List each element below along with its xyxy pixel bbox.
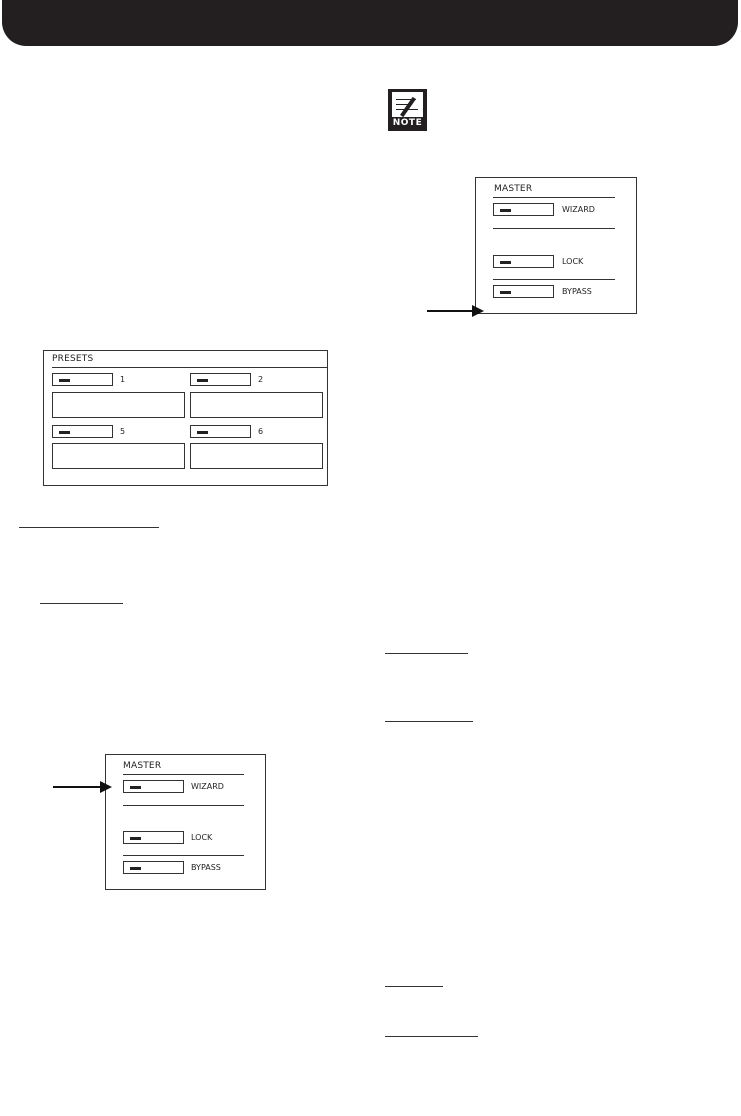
heading-underline [19, 527, 159, 528]
master-panel-top: MASTER WIZARD LOCK BYPASS [475, 177, 637, 314]
preset-button-5[interactable] [52, 425, 113, 438]
lock-label: LOCK [562, 257, 584, 266]
bypass-label: BYPASS [562, 287, 592, 296]
divider [493, 228, 615, 229]
led-indicator [130, 867, 141, 870]
led-indicator [59, 431, 70, 434]
wizard-label: WIZARD [562, 205, 595, 214]
heading-underline [385, 1036, 478, 1037]
led-indicator [500, 261, 511, 264]
presets-panel: PRESETS 1 2 5 6 [43, 350, 328, 486]
led-indicator [197, 379, 208, 382]
heading-underline [40, 603, 123, 604]
led-indicator [500, 291, 511, 294]
arrow-pointer [427, 305, 484, 317]
led-indicator [59, 379, 70, 382]
wizard-button[interactable] [123, 780, 184, 793]
led-indicator [500, 209, 511, 212]
divider [123, 855, 244, 856]
preset-button-1[interactable] [52, 373, 113, 386]
preset-label-5: 5 [120, 427, 126, 436]
master-panel-title: MASTER [123, 761, 162, 771]
led-indicator [197, 431, 208, 434]
presets-panel-title: PRESETS [52, 354, 94, 364]
wizard-button[interactable] [493, 203, 554, 216]
wizard-label: WIZARD [191, 782, 224, 791]
preset-name-display-2 [190, 392, 323, 418]
divider [493, 197, 615, 198]
preset-label-2: 2 [258, 375, 264, 384]
divider [123, 774, 244, 775]
preset-button-2[interactable] [190, 373, 251, 386]
note-label: NOTE [392, 118, 423, 128]
divider [123, 805, 244, 806]
master-panel-bottom: MASTER WIZARD LOCK BYPASS [105, 754, 266, 890]
led-indicator [130, 837, 141, 840]
master-panel-title: MASTER [494, 184, 533, 194]
note-paper [392, 92, 423, 118]
heading-underline [385, 721, 473, 722]
page-header-bar [2, 0, 738, 46]
note-icon: NOTE [388, 89, 427, 131]
preset-button-6[interactable] [190, 425, 251, 438]
preset-label-1: 1 [120, 375, 126, 384]
lock-button[interactable] [123, 831, 184, 844]
preset-name-display-1 [52, 392, 185, 418]
bypass-button[interactable] [493, 285, 554, 298]
bypass-label: BYPASS [191, 863, 221, 872]
preset-label-6: 6 [258, 427, 264, 436]
note-line [396, 104, 412, 105]
heading-underline [385, 653, 468, 654]
lock-button[interactable] [493, 255, 554, 268]
lock-label: LOCK [191, 833, 213, 842]
led-indicator [130, 786, 141, 789]
divider [493, 279, 615, 280]
arrow-pointer [53, 781, 112, 793]
preset-name-display-6 [190, 443, 323, 469]
heading-underline [385, 986, 443, 987]
preset-name-display-5 [52, 443, 185, 469]
divider [52, 367, 327, 368]
bypass-button[interactable] [123, 861, 184, 874]
note-line [396, 99, 416, 100]
